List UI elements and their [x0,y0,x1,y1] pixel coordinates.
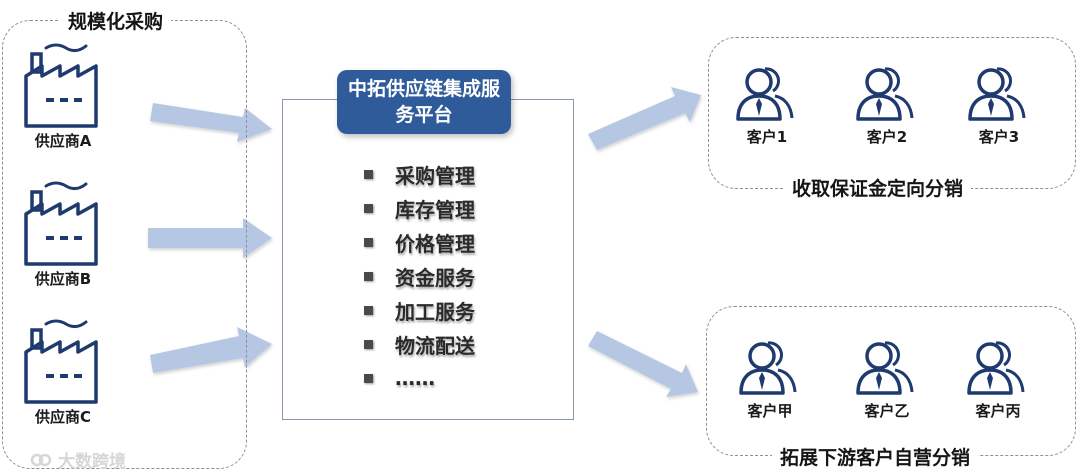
arrow-supplier-c [150,327,272,373]
service-item: 资金服务 [364,259,475,293]
platform-title: 中拓供应链集成服务平台 [337,70,511,134]
supplier-label: 供应商C [34,408,91,426]
service-item: 库存管理 [364,191,475,225]
customer-jia: 客户甲 [725,338,815,421]
supplier-label: 供应商B [34,270,92,288]
service-item: …… [364,361,475,395]
service-label: 加工服务 [395,299,475,324]
service-label: 采购管理 [395,163,475,188]
bullet-icon [364,373,373,383]
watermark: 大数跨境 [30,447,126,472]
service-label: 价格管理 [395,231,475,256]
customer-label: 客户乙 [864,402,910,420]
service-label: …… [395,366,435,390]
supplier-label: 供应商A [34,132,92,150]
customer-label: 客户丙 [975,402,1021,420]
service-item: 采购管理 [364,157,475,191]
bullet-icon [364,271,373,281]
users-icon [967,341,1025,395]
service-item: 价格管理 [364,225,475,259]
customer-3: 客户3 [954,64,1044,147]
platform-box [282,99,574,420]
arrow-to-top [588,87,701,150]
customer-label: 客户1 [746,128,788,146]
factory-icon [24,43,98,128]
users-icon [856,341,914,395]
procurement-title: 规模化采购 [60,7,172,34]
link-icon [30,453,52,466]
bullet-icon [364,169,373,179]
distribution-bottom-title: 拓展下游客户自营分销 [772,443,979,470]
service-list: 采购管理 库存管理 价格管理 资金服务 加工服务 物流配送 …… [364,157,475,395]
customer-label: 客户2 [866,128,908,146]
customer-bing: 客户丙 [953,338,1043,421]
supplier-a: 供应商A [8,40,118,151]
bullet-icon [364,237,373,247]
users-icon [968,67,1026,121]
customer-1: 客户1 [722,64,812,147]
users-icon [736,67,794,121]
users-icon [739,341,797,395]
users-icon [856,67,914,121]
bullet-icon [364,203,373,213]
platform-title-text: 中拓供应链集成服务平台 [347,78,500,126]
service-label: 资金服务 [395,265,475,290]
factory-icon [24,181,98,266]
bullet-icon [364,305,373,315]
arrow-supplier-a [150,103,272,142]
watermark-text: 大数跨境 [58,452,126,472]
bullet-icon [364,339,373,349]
arrow-supplier-b [148,218,272,258]
arrow-to-bottom [588,331,698,397]
supplier-c: 供应商C [8,316,118,427]
service-item: 加工服务 [364,293,475,327]
service-label: 物流配送 [395,333,475,358]
factory-icon [24,319,98,404]
customer-label: 客户甲 [747,402,793,420]
supplier-b: 供应商B [8,178,118,289]
customer-2: 客户2 [842,64,932,147]
distribution-top-title: 收取保证金定向分销 [784,174,972,201]
service-item: 物流配送 [364,327,475,361]
customer-yi: 客户乙 [842,338,932,421]
customer-label: 客户3 [978,128,1020,146]
service-label: 库存管理 [395,197,475,222]
